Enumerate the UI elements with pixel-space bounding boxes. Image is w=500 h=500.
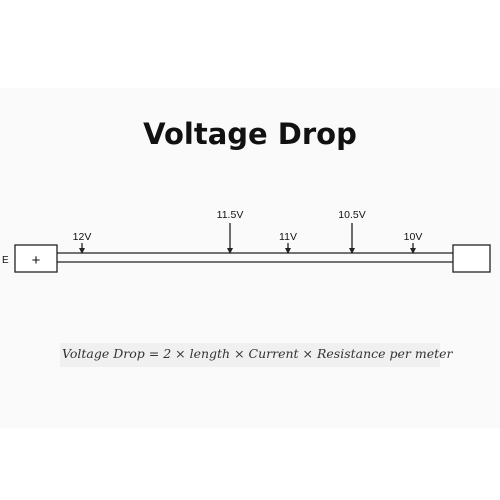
load-box — [452, 244, 491, 273]
voltage-label: 12V — [73, 231, 92, 243]
voltage-label: 11.5V — [217, 209, 244, 221]
diagram-background — [0, 88, 500, 428]
voltage-arrowhead — [285, 248, 291, 254]
voltage-label: 10V — [404, 231, 423, 243]
voltage-label: 11V — [279, 231, 297, 243]
voltage-label: 10.5V — [338, 209, 365, 221]
source-left-label: E — [2, 255, 9, 266]
voltage-drop-formula: Voltage Drop = 2 × length × Current × Re… — [62, 346, 453, 361]
voltage-arrowhead — [349, 248, 355, 254]
voltage-arrowhead — [410, 248, 416, 254]
power-source-box — [14, 244, 58, 273]
voltage-drop-diagram: E + 12V 11.5V 11V 10.5V 10V — [2, 209, 491, 273]
voltage-markers: 12V 11.5V 11V 10.5V 10V — [73, 209, 423, 254]
voltage-arrowhead — [79, 248, 85, 254]
voltage-arrowhead — [227, 248, 233, 254]
plus-symbol: + — [32, 252, 41, 269]
formula-background — [60, 343, 440, 367]
page-title: Voltage Drop — [143, 117, 357, 151]
